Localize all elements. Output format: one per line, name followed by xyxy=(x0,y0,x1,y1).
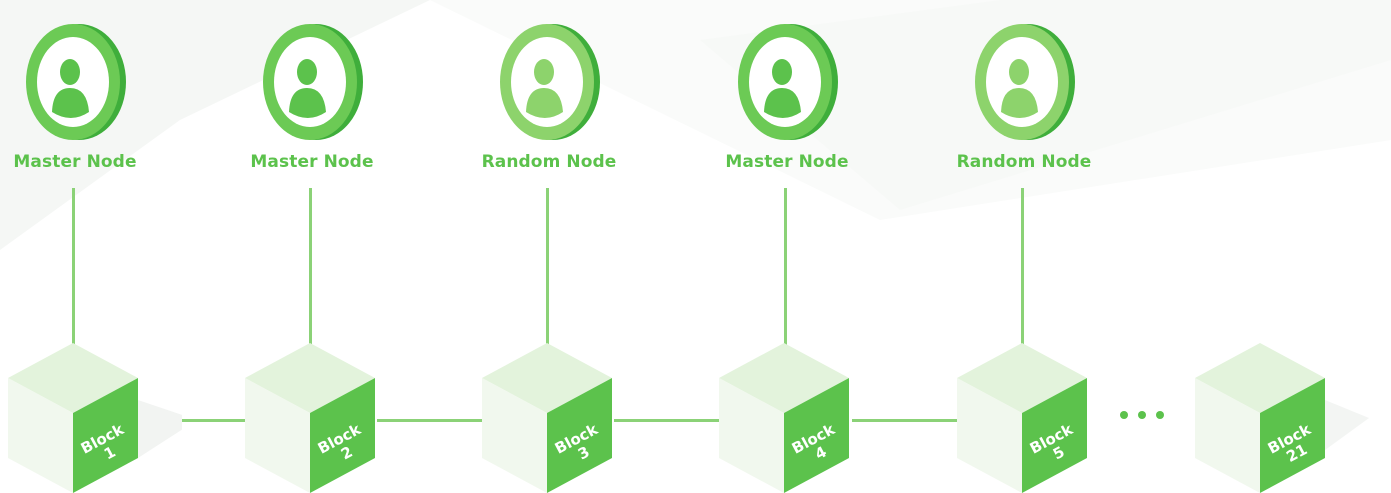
dot xyxy=(1156,411,1164,419)
node-3: Random Node xyxy=(469,12,629,202)
cube-shape xyxy=(1195,343,1369,493)
node-label: Random Node xyxy=(956,152,1092,172)
block-21: Block 21 xyxy=(1194,340,1369,493)
block-4: Block 4 xyxy=(718,340,893,493)
node-label: Master Node xyxy=(725,152,849,172)
chain-link-2-3 xyxy=(377,419,487,422)
chain-link-1-2 xyxy=(140,419,250,422)
chain-link-3-4 xyxy=(614,419,724,422)
more-blocks-dots xyxy=(1120,408,1168,422)
node-2: Master Node xyxy=(232,12,392,202)
block-5: Block 5 xyxy=(956,340,1131,493)
person-icon xyxy=(975,24,1075,140)
person-icon xyxy=(738,24,838,140)
cube-shape xyxy=(8,343,182,493)
block-2: Block 2 xyxy=(244,340,419,493)
block-1: Block 1 xyxy=(7,340,182,493)
connector-node-4 xyxy=(784,188,787,346)
connector-node-5 xyxy=(1021,188,1024,346)
node-4: Master Node xyxy=(707,12,867,202)
connector-node-2 xyxy=(309,188,312,346)
block-3: Block 3 xyxy=(481,340,656,493)
dot xyxy=(1138,411,1146,419)
cube-shape xyxy=(957,343,1087,493)
node-label: Master Node xyxy=(13,152,137,172)
person-icon xyxy=(26,24,126,140)
dot xyxy=(1120,411,1128,419)
node-5: Random Node xyxy=(944,12,1104,202)
cube-shape xyxy=(245,343,375,493)
node-1: Master Node xyxy=(0,12,155,202)
chain-link-4-5 xyxy=(852,419,962,422)
cube-shape xyxy=(719,343,849,493)
node-label: Master Node xyxy=(250,152,374,172)
cube-shape xyxy=(482,343,612,493)
person-icon xyxy=(263,24,363,140)
connector-node-1 xyxy=(72,188,75,346)
person-icon xyxy=(500,24,600,140)
connector-node-3 xyxy=(546,188,549,346)
node-label: Random Node xyxy=(481,152,617,172)
